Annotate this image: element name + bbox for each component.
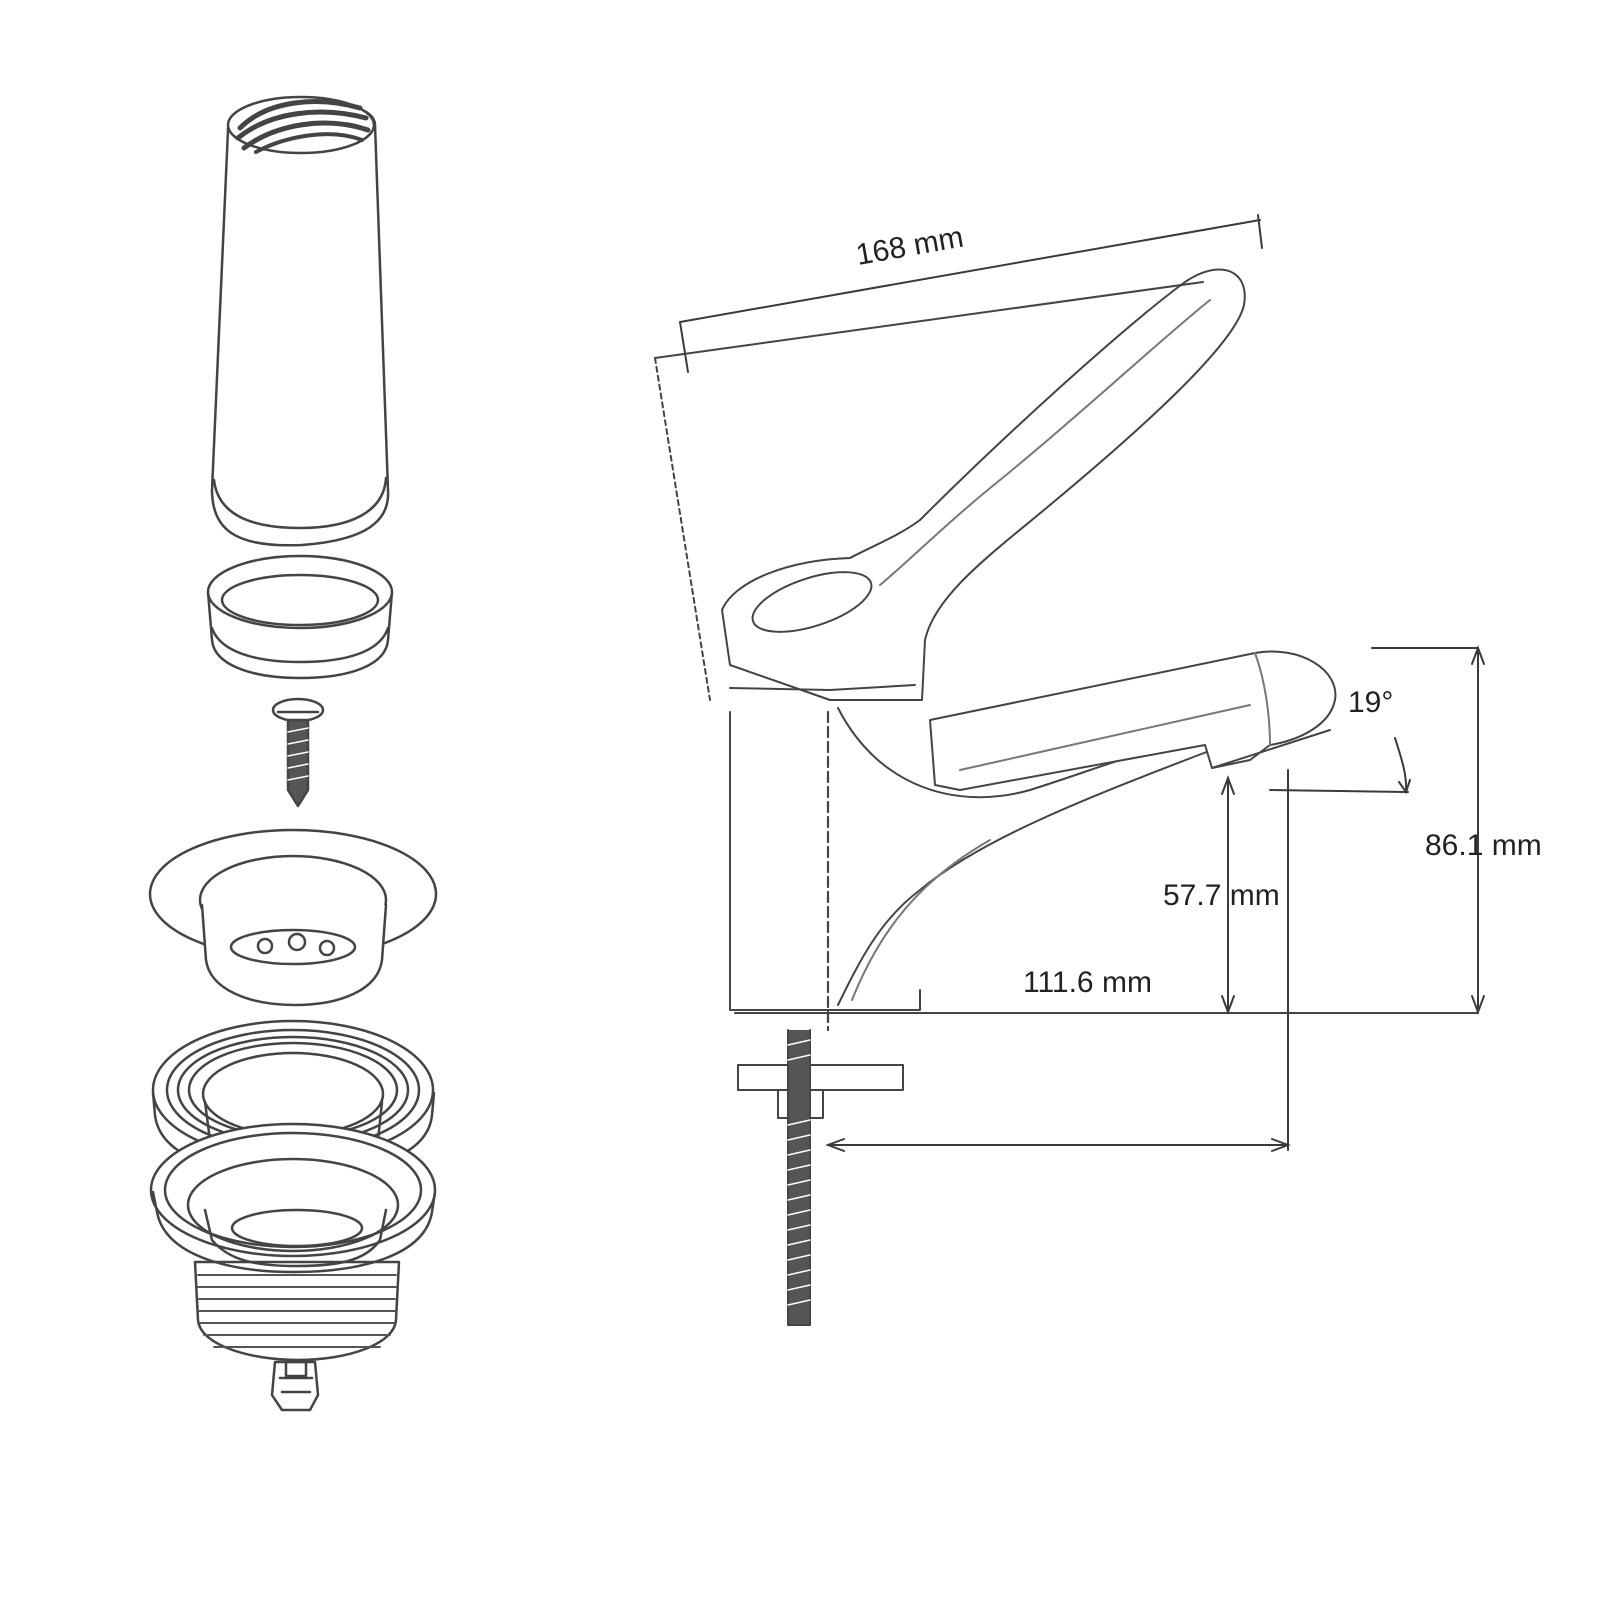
label-total-height: 86.1 mm <box>1425 829 1542 862</box>
screw <box>271 697 325 808</box>
waste-body <box>149 1122 437 1362</box>
label-spout-height: 57.7 mm <box>1163 879 1280 912</box>
lever-outline-dashed <box>654 357 711 701</box>
dim-line-spout-reach <box>827 769 1289 1151</box>
exploded-waste-assembly <box>148 95 438 1412</box>
label-lever-length: 168 mm <box>853 221 965 272</box>
plug-stopper <box>210 95 390 547</box>
dim-arc-spout-angle <box>1394 737 1408 793</box>
tap-side-elevation <box>654 268 1479 1326</box>
mounting-stud <box>737 1029 904 1326</box>
dimension-lines <box>679 214 1485 1152</box>
dim-line-total-height <box>1371 647 1479 1013</box>
label-spout-reach: 111.6 mm <box>1023 966 1152 999</box>
spout <box>929 650 1337 791</box>
label-spout-angle: 19° <box>1348 686 1393 719</box>
dim-line-lever-length <box>679 219 1261 323</box>
flange-grate <box>148 828 438 1007</box>
seal-ring <box>206 554 394 680</box>
lever-outline-top <box>654 281 1204 359</box>
lever-handle <box>721 268 1246 701</box>
tail-nut <box>270 1360 320 1412</box>
